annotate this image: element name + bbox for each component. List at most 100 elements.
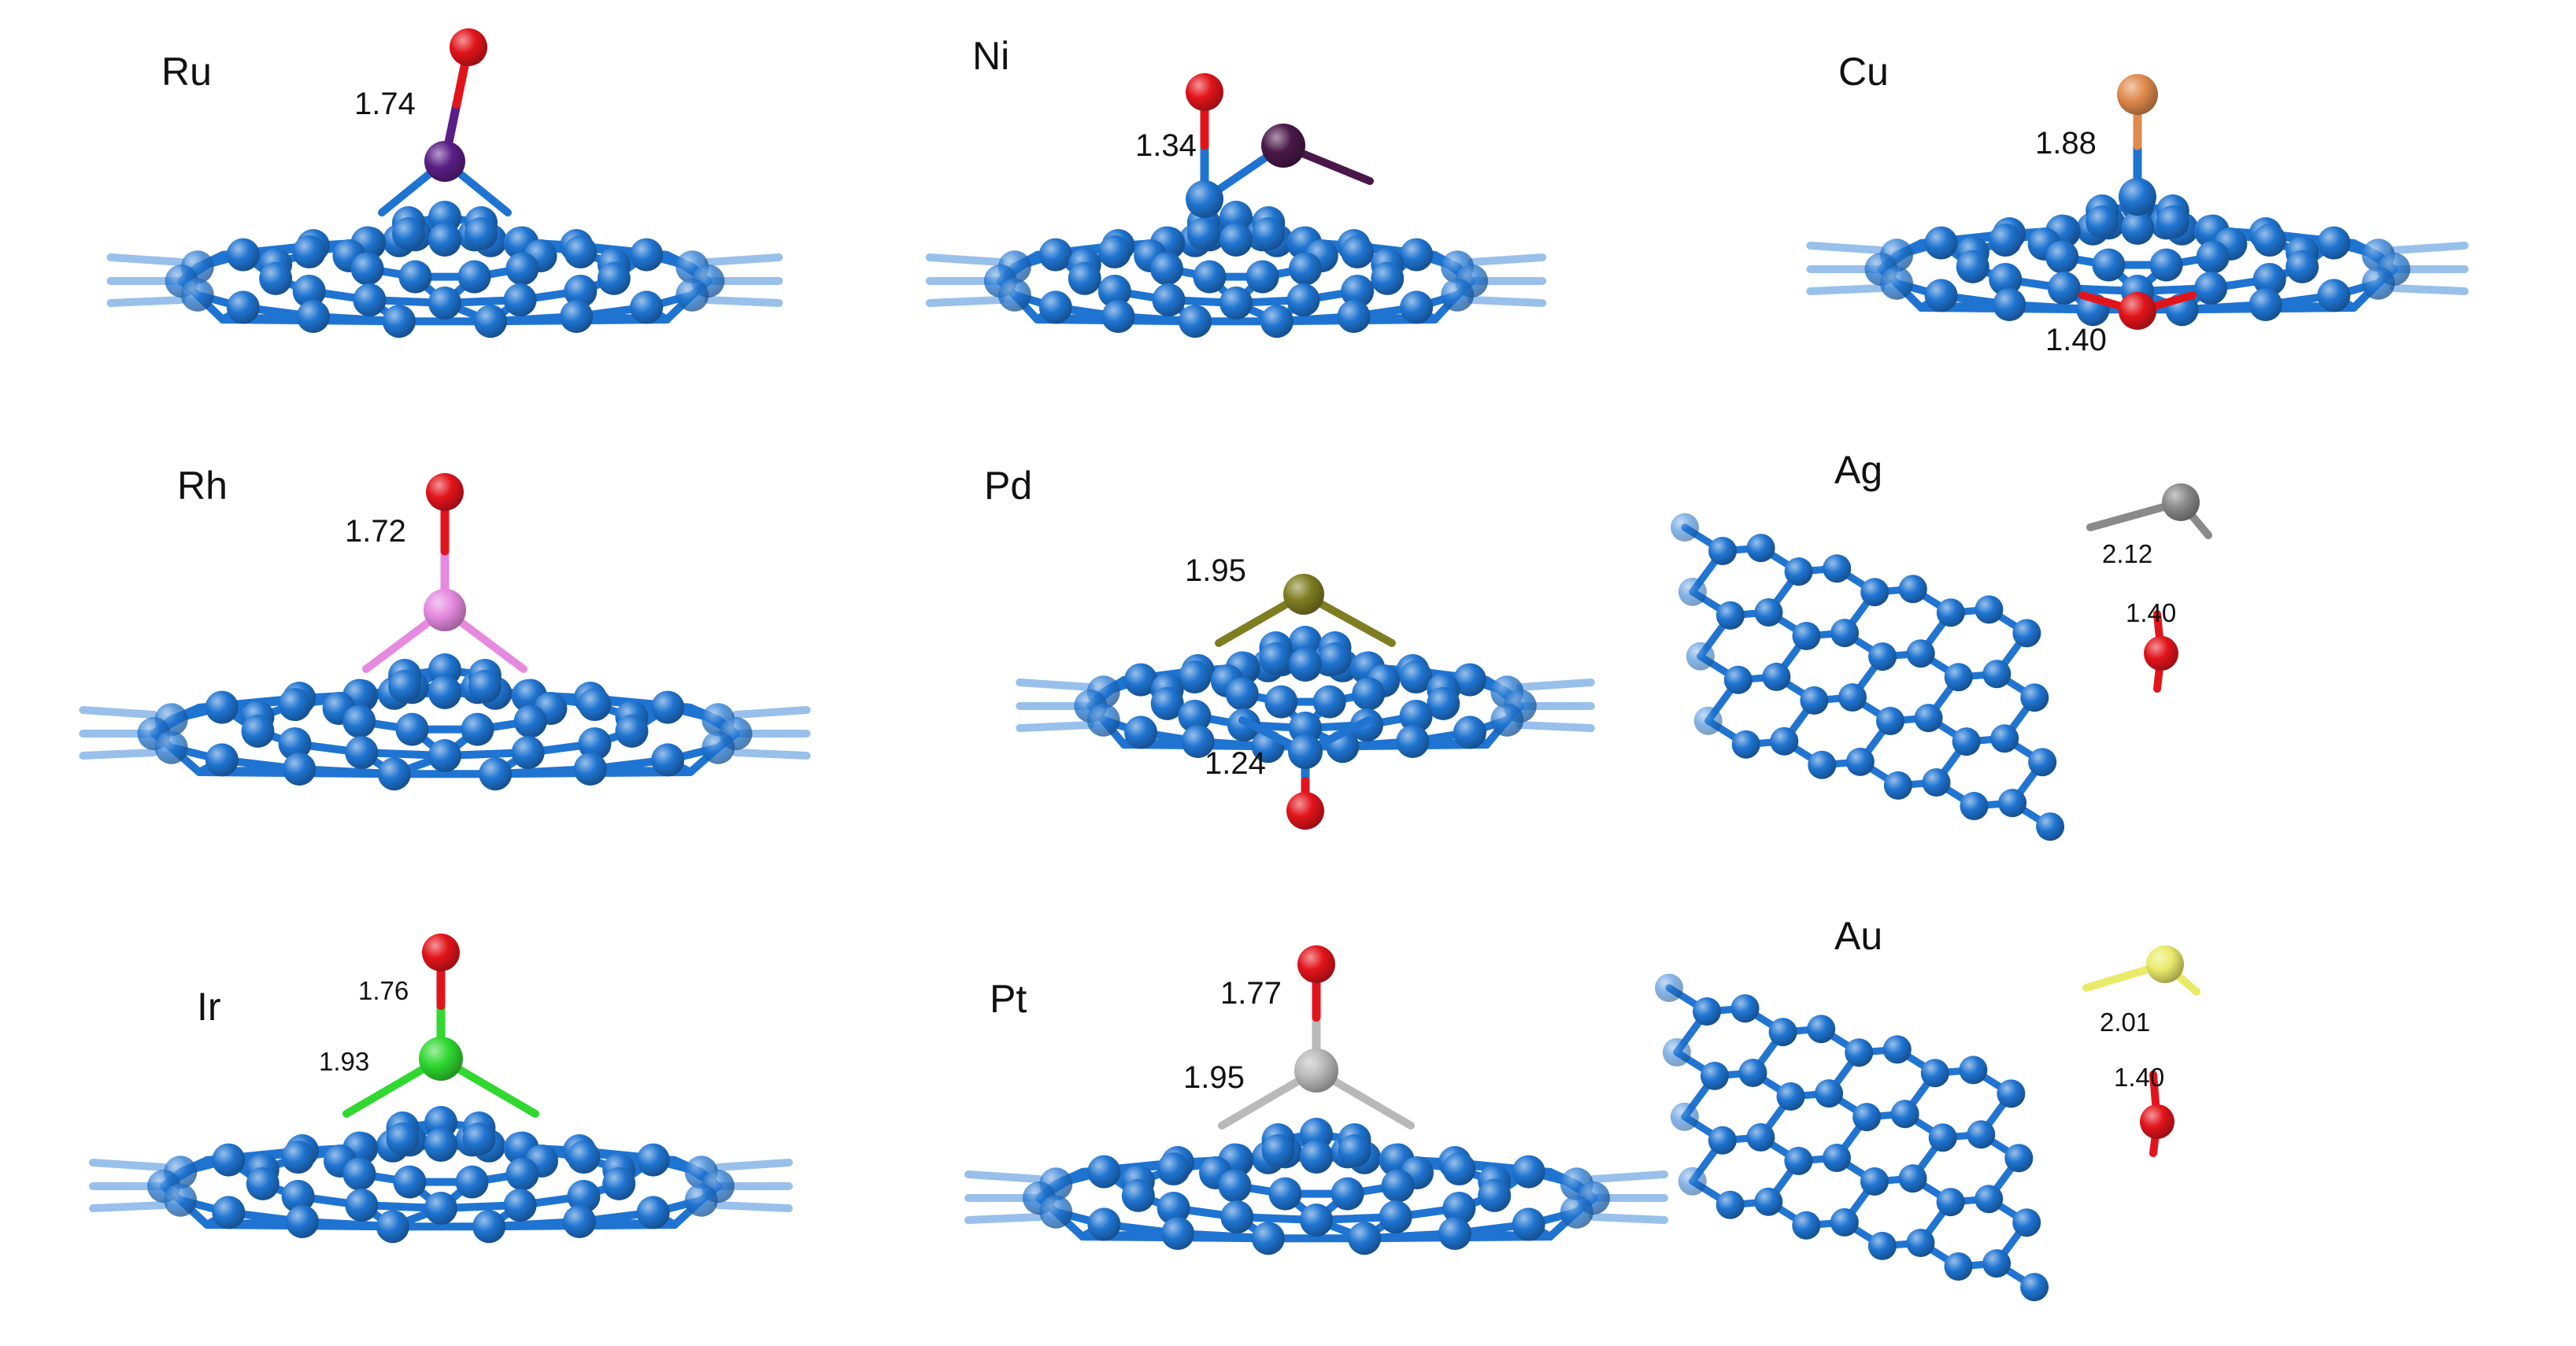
carbon-atom bbox=[1882, 1035, 1912, 1064]
carbon-atom bbox=[1152, 283, 1186, 317]
carbon-atom bbox=[1936, 1188, 1965, 1217]
carbon-atom bbox=[2149, 248, 2183, 282]
carbon-atom bbox=[350, 252, 384, 286]
carbon-atom bbox=[1438, 1217, 1471, 1251]
carbon-atom bbox=[1181, 725, 1215, 759]
carbon-atom bbox=[281, 1141, 315, 1174]
c-c-bond bbox=[964, 1213, 1043, 1224]
carbon-atom bbox=[1997, 1079, 2026, 1108]
panel-ni: Ni 1.34 bbox=[858, 0, 1716, 409]
carbon-atom bbox=[1960, 792, 1989, 820]
carbon-atom bbox=[391, 217, 425, 250]
element-label-ag: Ag bbox=[1834, 448, 1883, 492]
carbon-atom bbox=[1331, 1177, 1364, 1211]
carbon-atom bbox=[2020, 683, 2049, 712]
element-label-ru: Ru bbox=[161, 50, 212, 94]
carbon-atom bbox=[1852, 1103, 1882, 1132]
carbon-atom bbox=[1399, 660, 1433, 694]
carbon-atom bbox=[2252, 262, 2286, 296]
carbon-atom bbox=[597, 261, 631, 295]
carbon-atom bbox=[1260, 305, 1294, 338]
carbon-atom bbox=[1989, 262, 2023, 296]
element-label-pt: Pt bbox=[990, 977, 1027, 1021]
carbon-atom bbox=[1220, 1200, 1254, 1234]
carbon-atom bbox=[1512, 1155, 1545, 1189]
carbon-atom bbox=[2045, 240, 2079, 274]
c-c-bond bbox=[79, 706, 158, 719]
carbon-atom bbox=[1427, 686, 1460, 720]
carbon-atom bbox=[1381, 1169, 1415, 1203]
carbon-atom bbox=[1898, 1164, 1927, 1193]
carbon-atom bbox=[1087, 1155, 1121, 1189]
c-c-bond bbox=[1806, 284, 1886, 295]
panel-ir: Ir 1.76 1.93 bbox=[0, 850, 858, 1346]
carbon-atom bbox=[1193, 260, 1227, 294]
carbon-atom bbox=[675, 278, 709, 312]
carbon-atom bbox=[1399, 699, 1433, 733]
carbon-atom bbox=[1264, 685, 1298, 719]
carbon-atom bbox=[1218, 1169, 1252, 1203]
c-c-bond bbox=[89, 1201, 168, 1212]
carbon-atom bbox=[578, 688, 612, 722]
carbon-atom bbox=[292, 274, 326, 308]
oxygen-atom bbox=[422, 934, 460, 971]
carbon-atom bbox=[2194, 272, 2228, 305]
carbon-atom bbox=[1348, 1222, 1382, 1255]
carbon-atom bbox=[345, 1189, 379, 1222]
au-atom bbox=[2146, 945, 2184, 983]
carbon-atom bbox=[212, 1196, 246, 1230]
carbon-atom bbox=[1178, 699, 1212, 733]
carbon-atom bbox=[1186, 217, 1220, 250]
carbon-atom bbox=[615, 714, 649, 748]
panel-pd: Pd 1.95 1.24 bbox=[858, 409, 1716, 850]
carbon-atom bbox=[1161, 1217, 1194, 1251]
oxygen-atom bbox=[2140, 1104, 2174, 1139]
c-c-bond bbox=[714, 1201, 793, 1212]
carbon-atom bbox=[2285, 250, 2319, 283]
element-label-ir: Ir bbox=[197, 985, 221, 1029]
carbon-atom bbox=[1768, 1018, 1797, 1047]
carbon-atom bbox=[2317, 226, 2351, 260]
carbon-atom bbox=[651, 690, 685, 724]
carbon-atom bbox=[1770, 727, 1799, 756]
carbon-atom bbox=[428, 739, 461, 772]
carbon-atom bbox=[1700, 1061, 1729, 1090]
c-c-bond bbox=[106, 253, 186, 266]
carbon-atom bbox=[1245, 260, 1279, 294]
carbon-atom bbox=[2248, 288, 2282, 322]
carbon-atom bbox=[2086, 205, 2119, 239]
carbon-atom bbox=[1490, 703, 1524, 737]
carbon-atom bbox=[1754, 598, 1783, 627]
carbon-atom bbox=[1678, 577, 1707, 606]
ni-molecule bbox=[925, 73, 1547, 338]
carbon-atom bbox=[1252, 217, 1286, 250]
carbon-atom bbox=[386, 1122, 420, 1156]
element-label-rh: Rh bbox=[177, 464, 228, 508]
carbon-atom bbox=[1906, 1229, 1935, 1257]
bond-length-c-o: 1.24 bbox=[1205, 746, 1266, 781]
carbon-atom bbox=[226, 238, 260, 272]
carbon-atom bbox=[1967, 1120, 1996, 1149]
carbon-atom bbox=[376, 1210, 409, 1244]
oxygen-atom bbox=[450, 28, 487, 66]
ag-molecule bbox=[1671, 483, 2212, 841]
carbon-atom bbox=[1371, 261, 1405, 295]
carbon-atom bbox=[1352, 677, 1386, 711]
carbon-atom bbox=[1259, 642, 1293, 675]
carbon-atom bbox=[1121, 1178, 1155, 1212]
carbon-atom bbox=[472, 1210, 506, 1244]
carbon-atom bbox=[283, 753, 316, 786]
carbon-atom bbox=[1478, 1178, 1512, 1212]
c-c-bond bbox=[731, 706, 811, 719]
carbon-atom bbox=[651, 743, 685, 777]
carbon-atom bbox=[2196, 240, 2230, 274]
carbon-atom bbox=[1312, 685, 1346, 719]
carbon-atom bbox=[1823, 1144, 1851, 1172]
carbon-atom bbox=[1924, 279, 1958, 312]
bond-length-c-o: 1.40 bbox=[2045, 323, 2107, 357]
carbon-atom bbox=[464, 217, 498, 250]
c-c-bond bbox=[79, 749, 158, 760]
carbon-atom bbox=[564, 274, 598, 308]
carbon-atom bbox=[1776, 1082, 1805, 1111]
carbon-atom bbox=[505, 252, 539, 286]
